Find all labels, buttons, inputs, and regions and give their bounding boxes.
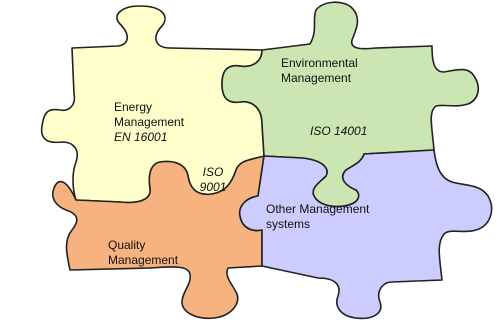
other-management-piece — [238, 149, 493, 320]
environmental-title-line1: Environmental — [281, 56, 358, 70]
quality-standard-line1: ISO — [202, 165, 224, 179]
other-management-label: Other Management systems — [266, 202, 369, 232]
quality-standard-line2: 9001 — [199, 180, 227, 194]
energy-title-line1: Energy — [114, 100, 153, 114]
other-title-line2: systems — [266, 217, 311, 231]
energy-title-line2: Management — [114, 115, 185, 129]
energy-standard: EN 16001 — [114, 130, 168, 144]
other-title-line1: Other Management — [266, 202, 370, 216]
quality-title-line2: Management — [108, 253, 179, 267]
quality-standard: ISO 9001 — [196, 165, 230, 195]
environmental-title-line2: Management — [281, 71, 352, 85]
environmental-management-label: Environmental Management — [281, 56, 358, 86]
quality-title-line1: Quality — [108, 238, 146, 252]
environmental-standard: ISO 14001 — [310, 124, 368, 138]
quality-management-label: Quality Management — [108, 238, 178, 268]
quality-management-piece — [51, 155, 265, 320]
energy-management-label: Energy Management EN 16001 — [114, 100, 184, 145]
